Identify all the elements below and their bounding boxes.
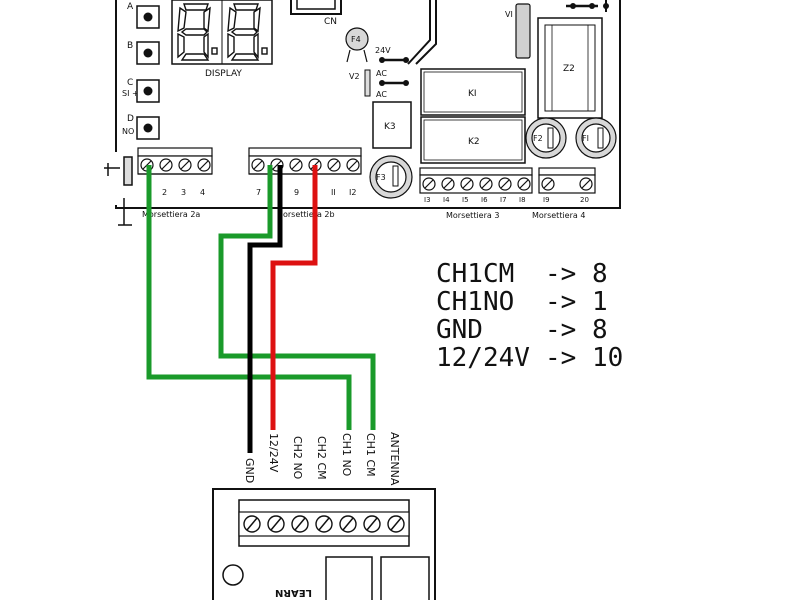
- svg-text:CH1 CM: CH1 CM: [364, 433, 377, 477]
- receiver-terminal-strip: [238, 499, 410, 547]
- svg-text:I6: I6: [481, 196, 488, 204]
- svg-text:NO: NO: [122, 127, 134, 136]
- display-label: DISPLAY: [205, 69, 242, 79]
- terminal-block-3: I3 I4 I5 I6 I7 I8 Morsettiera 3: [419, 167, 533, 220]
- black-wire-gnd: [247, 165, 283, 453]
- receiver-pin-labels: GND 12/24V CH2 NO CH2 CM CH1 NO CH1 CM A…: [243, 432, 401, 486]
- svg-text:I2: I2: [349, 188, 356, 197]
- svg-text:CH2 NO: CH2 NO: [291, 436, 304, 480]
- svg-text:SI +: SI +: [122, 89, 139, 98]
- svg-text:F3: F3: [376, 173, 386, 182]
- m4-label: Morsettiera 4: [532, 211, 585, 220]
- v2-component: [364, 69, 371, 97]
- button-d[interactable]: D NO: [122, 114, 160, 140]
- svg-text:GND: GND: [243, 458, 256, 483]
- svg-text:->: ->: [545, 259, 576, 289]
- side-connector: [104, 156, 133, 226]
- terminal-block-2b: 7 9 II I2 orsettiera 2b: [248, 147, 362, 219]
- svg-text:I5: I5: [462, 196, 469, 204]
- k2-relay: K2: [420, 116, 526, 164]
- svg-text:12/24V: 12/24V: [436, 343, 530, 373]
- terminal-mapping: CH1CM -> 8 CH1NO -> 1 GND -> 8 12/24V ->…: [436, 259, 623, 373]
- svg-text:FI: FI: [582, 134, 589, 143]
- svg-text:->: ->: [545, 343, 576, 373]
- k3-relay: K3: [372, 101, 412, 149]
- f1-fuse: FI: [575, 117, 617, 159]
- f3-fuse: F3: [369, 155, 413, 199]
- terminal-block-2a: 2 3 4 Morsettiera 2a: [137, 147, 213, 219]
- svg-text:I9: I9: [543, 196, 550, 204]
- svg-text:D: D: [127, 114, 134, 124]
- z2-transformer: Z2: [537, 17, 603, 119]
- receiver-relay-2: [380, 556, 430, 600]
- learn-led: [222, 564, 244, 586]
- v2-label: V2: [349, 72, 360, 81]
- svg-text:AC: AC: [376, 90, 387, 99]
- svg-text:AC: AC: [376, 69, 387, 78]
- m2b-label: orsettiera 2b: [283, 210, 335, 219]
- svg-text:F2: F2: [533, 134, 543, 143]
- svg-text:ANTENNA: ANTENNA: [388, 432, 401, 486]
- svg-text:12/24V: 12/24V: [267, 433, 280, 473]
- control-board: [115, 0, 621, 209]
- svg-text:3: 3: [181, 188, 186, 197]
- svg-text:I8: I8: [519, 196, 526, 204]
- svg-text:CH1CM: CH1CM: [436, 259, 514, 289]
- cn-connector: CN: [290, 0, 342, 27]
- svg-text:K2: K2: [468, 137, 480, 147]
- svg-text:GND: GND: [436, 315, 483, 345]
- f4-fuse: F4: [345, 27, 369, 63]
- svg-text:B: B: [127, 41, 133, 51]
- svg-text:8: 8: [592, 259, 608, 289]
- svg-text:K3: K3: [384, 122, 396, 132]
- svg-text:->: ->: [545, 315, 576, 345]
- svg-text:2: 2: [162, 188, 167, 197]
- svg-text:I4: I4: [443, 196, 450, 204]
- svg-text:1: 1: [592, 287, 608, 317]
- button-b[interactable]: B: [127, 41, 160, 65]
- f2-fuse: F2: [525, 117, 567, 159]
- button-a[interactable]: A: [127, 2, 160, 29]
- cn-label: CN: [324, 17, 337, 27]
- top-right-jumper: [566, 0, 609, 12]
- receiver-module: GND 12/24V CH2 NO CH2 CM CH1 NO CH1 CM A…: [212, 432, 436, 600]
- m3-label: Morsettiera 3: [446, 211, 499, 220]
- svg-text:4: 4: [200, 188, 205, 197]
- svg-text:20: 20: [580, 196, 589, 204]
- svg-text:CH2 CM: CH2 CM: [315, 436, 328, 480]
- v24-label: 24V: [375, 46, 391, 55]
- svg-text:->: ->: [545, 287, 576, 317]
- svg-text:F4: F4: [351, 35, 361, 44]
- svg-text:A: A: [127, 2, 134, 12]
- svg-text:CH1NO: CH1NO: [436, 287, 514, 317]
- svg-text:CH1 NO: CH1 NO: [340, 433, 353, 477]
- v1-label: VI: [505, 10, 513, 19]
- svg-text:7: 7: [256, 188, 261, 197]
- v1-component: [515, 3, 531, 59]
- red-wire-power: [270, 165, 318, 430]
- svg-text:C: C: [127, 78, 133, 88]
- receiver-relay-1: [325, 556, 373, 600]
- seven-segment-display: DISPLAY: [171, 0, 273, 79]
- green-wire-ch1cm: [218, 165, 376, 430]
- terminal-block-4: I9 20 Morsettiera 4: [532, 167, 596, 220]
- board-trace: [407, 0, 437, 65]
- svg-text:I7: I7: [500, 196, 507, 204]
- m2a-label: Morsettiera 2a: [142, 210, 200, 219]
- svg-text:9: 9: [294, 188, 299, 197]
- svg-text:II: II: [331, 188, 336, 197]
- svg-text:KI: KI: [468, 89, 477, 99]
- wires: [146, 165, 376, 453]
- learn-label: LEARN: [275, 587, 312, 598]
- svg-text:I3: I3: [424, 196, 431, 204]
- svg-text:Z2: Z2: [563, 64, 575, 74]
- svg-text:10: 10: [592, 343, 623, 373]
- button-c[interactable]: C SI +: [122, 78, 160, 103]
- ac-connector: AC AC: [376, 57, 409, 99]
- k1-relay: KI: [420, 68, 526, 116]
- svg-text:8: 8: [592, 315, 608, 345]
